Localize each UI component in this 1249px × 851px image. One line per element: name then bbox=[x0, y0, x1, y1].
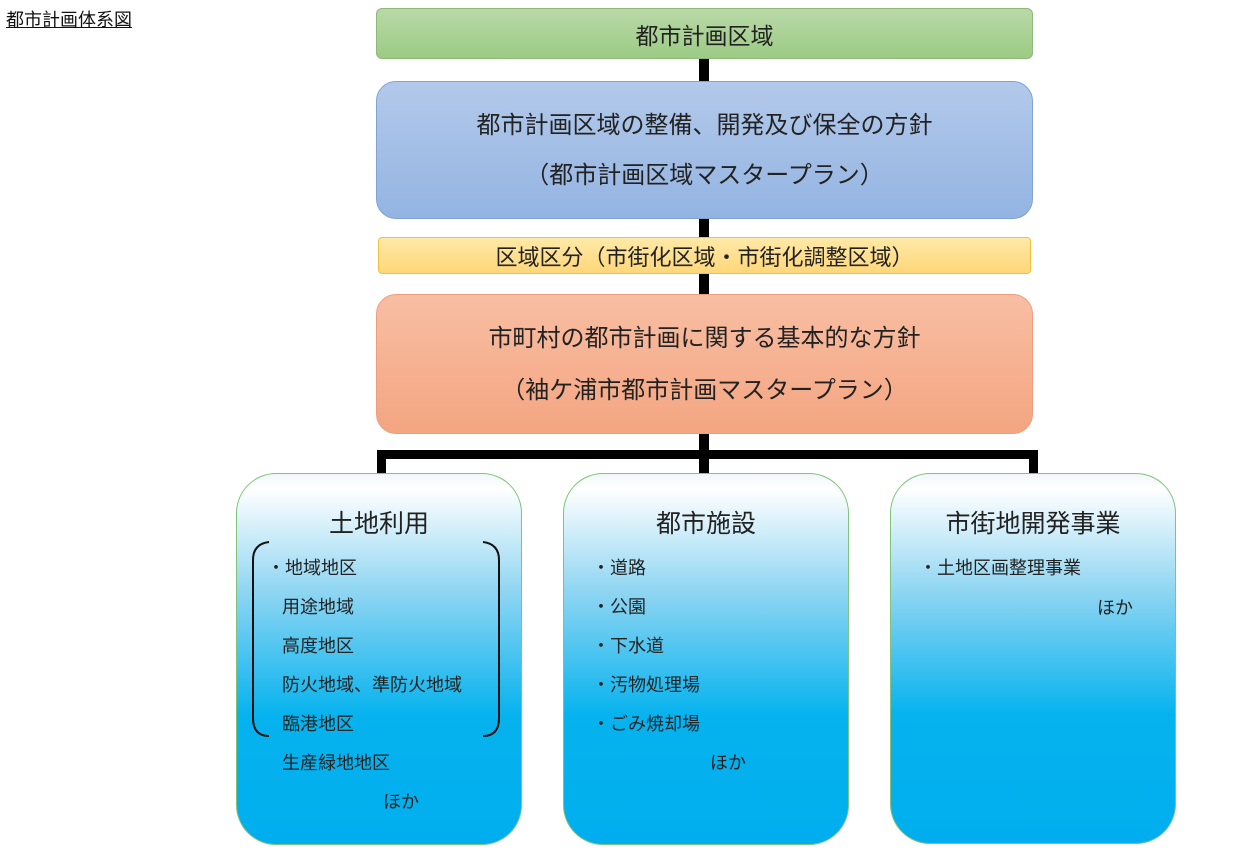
page-title: 都市計画体系図 bbox=[6, 10, 132, 31]
category-urban-facilities: 都市施設 ・道路 ・公園 ・下水道 ・汚物処理場 ・ごみ焼却場 ほか bbox=[563, 473, 849, 845]
list-item: 生産緑地地区 bbox=[282, 753, 390, 774]
connector-2 bbox=[699, 219, 709, 238]
list-item: 臨港地区 bbox=[282, 714, 354, 735]
list-item: 防火地域、準防火地域 bbox=[282, 675, 462, 696]
category-land-use: 土地利用 ・地域地区 用途地域 高度地区 防火地域、準防火地域 臨港地区 生産緑… bbox=[236, 473, 522, 845]
municipal-policy-line1: 市町村の都市計画に関する基本的な方針 bbox=[488, 324, 921, 352]
connector-3 bbox=[699, 274, 709, 295]
list-item: ・地域地区 bbox=[267, 558, 357, 579]
municipal-policy-box: 市町村の都市計画に関する基本的な方針 （袖ケ浦市都市計画マスタープラン） bbox=[376, 294, 1033, 434]
list-item: ・公園 bbox=[592, 597, 646, 618]
right-bracket bbox=[482, 541, 500, 737]
master-policy-line2: （都市計画区域マスタープラン） bbox=[525, 161, 884, 189]
category-title: 都市施設 bbox=[655, 509, 756, 538]
area-division-box: 区域区分（市街化区域・市街化調整区域） bbox=[378, 237, 1031, 274]
master-policy-box: 都市計画区域の整備、開発及び保全の方針 （都市計画区域マスタープラン） bbox=[376, 81, 1033, 219]
list-item: ・下水道 bbox=[592, 636, 664, 657]
category-title: 市街地開発事業 bbox=[945, 509, 1121, 538]
list-item: ほか bbox=[383, 792, 419, 813]
list-item: 用途地域 bbox=[282, 597, 354, 618]
category-urban-development: 市街地開発事業 ・土地区画整理事業 ほか bbox=[890, 473, 1176, 844]
list-item: ・汚物処理場 bbox=[592, 675, 700, 696]
municipal-policy-line2: （袖ケ浦市都市計画マスタープラン） bbox=[501, 376, 908, 404]
left-bracket bbox=[252, 541, 270, 737]
list-item: ほか bbox=[710, 753, 746, 774]
list-item: 高度地区 bbox=[282, 636, 354, 657]
city-planning-area-box: 都市計画区域 bbox=[376, 8, 1033, 59]
category-title: 土地利用 bbox=[328, 509, 429, 538]
connector-right-drop bbox=[1029, 450, 1038, 477]
list-item: ほか bbox=[1097, 598, 1133, 619]
city-planning-area-label: 都市計画区域 bbox=[635, 23, 774, 50]
list-item: ・道路 bbox=[592, 558, 646, 579]
master-policy-line1: 都市計画区域の整備、開発及び保全の方針 bbox=[476, 111, 933, 139]
connector-left-drop bbox=[377, 450, 386, 474]
connector-horizontal bbox=[377, 450, 1038, 459]
list-item: ・土地区画整理事業 bbox=[919, 558, 1081, 579]
area-division-label: 区域区分（市街化区域・市街化調整区域） bbox=[495, 245, 914, 271]
connector-1 bbox=[699, 59, 709, 82]
list-item: ・ごみ焼却場 bbox=[592, 714, 700, 735]
